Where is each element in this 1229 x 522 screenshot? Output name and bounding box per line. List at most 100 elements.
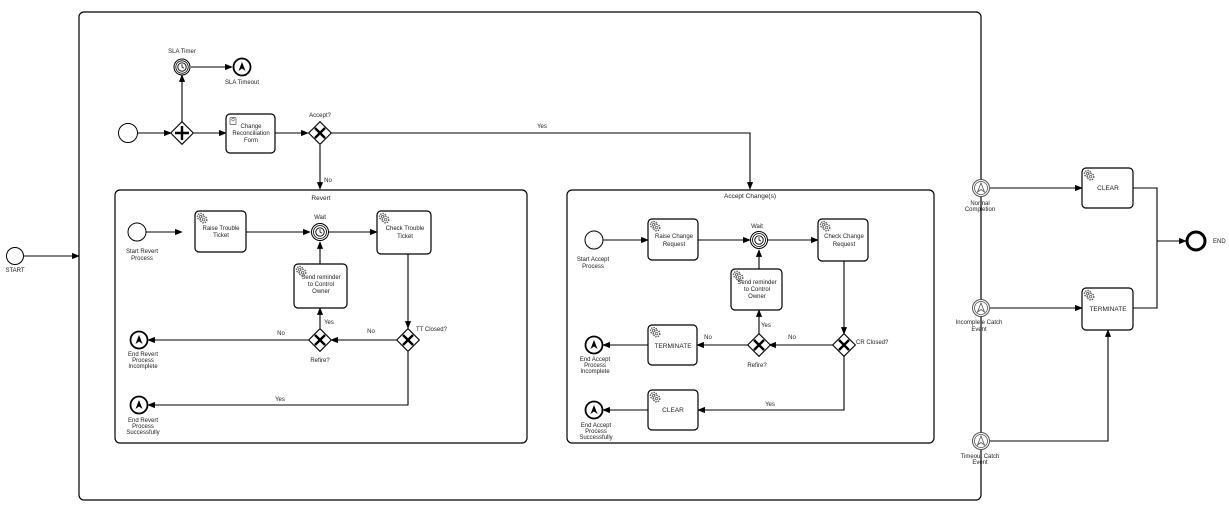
svg-text:Owner: Owner xyxy=(748,294,766,300)
right-terminate-task[interactable]: TERMINATE xyxy=(1081,287,1134,331)
sla-timeout-label: SLA Timeout xyxy=(225,80,259,86)
process-end-event[interactable] xyxy=(1185,230,1207,252)
process-end-label: END xyxy=(1213,239,1226,245)
end-revert-incomplete-label-2: Process xyxy=(132,358,154,364)
end-accept-incomplete-label-3: Incomplete xyxy=(580,369,610,375)
change-reconciliation-form-task[interactable]: Change Reconciliation Form xyxy=(225,113,276,154)
end-accept-success-event[interactable] xyxy=(584,400,604,420)
flow-terminate-to-end[interactable] xyxy=(1133,241,1158,309)
clock-icon xyxy=(754,235,764,245)
x-icon xyxy=(402,334,414,346)
accept-wait-timer[interactable] xyxy=(750,231,768,249)
accept-clear-task[interactable]: CLEAR xyxy=(647,389,699,431)
end-revert-incomplete-label: End Revert xyxy=(128,352,158,358)
svg-text:Send reminder: Send reminder xyxy=(301,275,340,281)
normal-completion-label-2: Completion xyxy=(965,207,995,213)
incomplete-catch-label-2: Event xyxy=(971,327,987,333)
end-accept-success-label-2: Process xyxy=(585,429,607,435)
accept-yes-label-1: Yes xyxy=(761,323,771,329)
svg-text:CLEAR: CLEAR xyxy=(662,407,684,414)
end-revert-success-event[interactable] xyxy=(129,395,149,415)
svg-text:Form: Form xyxy=(244,138,258,144)
check-change-request-task[interactable]: Check Change Request xyxy=(817,218,869,262)
flow-crclosed-yes[interactable] xyxy=(697,356,845,414)
revert-wait-timer[interactable] xyxy=(311,223,329,241)
revert-refire-gateway[interactable] xyxy=(307,327,333,353)
accept-no-label-2: No xyxy=(704,335,712,341)
accept-subprocess-title: Accept Change(s) xyxy=(724,193,776,200)
accept-no-label: No xyxy=(324,178,332,184)
svg-text:CLEAR: CLEAR xyxy=(1097,185,1119,192)
accept-wait-label: Wait xyxy=(751,224,763,230)
accept-no-label-1: No xyxy=(788,335,796,341)
accept-terminate-task[interactable]: TERMINATE xyxy=(647,324,698,366)
raise-trouble-ticket-task[interactable]: Raise Trouble Ticket xyxy=(194,210,247,253)
right-clear-task[interactable]: CLEAR xyxy=(1081,167,1134,209)
end-revert-incomplete-label-3: Incomplete xyxy=(128,364,158,370)
end-accept-incomplete-label-2: Process xyxy=(584,363,606,369)
svg-text:Send reminder: Send reminder xyxy=(737,280,776,286)
check-trouble-ticket-task[interactable]: Check Trouble Ticket xyxy=(376,210,432,255)
end-revert-success-label-2: Process xyxy=(132,424,154,430)
main-start-event[interactable] xyxy=(118,123,138,143)
x-icon xyxy=(838,339,850,351)
flow-clear-to-end[interactable] xyxy=(1133,187,1187,245)
process-start-event[interactable] xyxy=(6,247,24,265)
user-task-icon xyxy=(229,117,237,125)
raise-change-request-task[interactable]: Raise Change Request xyxy=(647,218,699,261)
timeout-catch-event[interactable] xyxy=(972,432,990,450)
svg-text:Ticket: Ticket xyxy=(213,233,229,239)
end-revert-incomplete-event[interactable] xyxy=(129,330,149,350)
accept-start-label: Start Accept xyxy=(577,257,610,263)
revert-subprocess-title: Revert xyxy=(311,195,330,202)
accept-refire-label: Refire? xyxy=(747,363,767,369)
accept-start-label-2: Process xyxy=(582,264,604,270)
sla-timer-event[interactable] xyxy=(173,58,191,76)
revert-no-label-1: No xyxy=(367,329,375,335)
normal-completion-event[interactable] xyxy=(972,179,990,197)
revert-start-label-2: Process xyxy=(131,256,153,262)
parallel-gateway[interactable] xyxy=(169,120,195,146)
revert-refire-label: Refire? xyxy=(310,358,330,364)
svg-text:Request: Request xyxy=(833,242,856,248)
revert-no-label-2: No xyxy=(277,331,285,337)
incomplete-catch-event[interactable] xyxy=(972,299,990,317)
end-accept-incomplete-label: End Accept xyxy=(580,357,611,363)
x-icon xyxy=(753,339,765,351)
revert-send-reminder-task[interactable]: Send reminder to Control Owner xyxy=(293,263,348,309)
x-icon xyxy=(314,127,326,139)
accept-gateway[interactable] xyxy=(307,120,333,146)
clock-icon xyxy=(177,62,187,72)
revert-start-label: Start Revert xyxy=(126,249,158,255)
end-revert-success-label-3: Successfully xyxy=(126,430,159,436)
x-icon xyxy=(314,334,326,346)
svg-text:Raise Trouble: Raise Trouble xyxy=(202,226,240,232)
svg-text:to Control: to Control xyxy=(744,287,770,293)
flow-timeout-to-terminate[interactable] xyxy=(990,329,1112,442)
accept-subprocess[interactable] xyxy=(566,189,935,444)
svg-text:Request: Request xyxy=(663,242,686,248)
svg-text:Check Change: Check Change xyxy=(824,234,864,240)
revert-subprocess[interactable] xyxy=(114,189,528,444)
revert-start-event[interactable] xyxy=(127,222,147,242)
process-start-label: START xyxy=(5,268,24,274)
accept-yes-label: Yes xyxy=(537,124,547,130)
accept-refire-gateway[interactable] xyxy=(746,332,772,358)
plus-icon xyxy=(175,126,189,140)
incomplete-catch-label: Incomplete Catch xyxy=(956,320,1003,326)
end-accept-success-label: End Accept xyxy=(581,423,612,429)
flow-ttclosed-yes[interactable] xyxy=(147,352,409,409)
flow-accept-yes[interactable] xyxy=(331,132,754,190)
accept-gateway-label: Accept? xyxy=(309,113,331,119)
revert-yes-label-1: Yes xyxy=(324,320,334,326)
end-accept-incomplete-event[interactable] xyxy=(584,335,604,355)
sequence-flows xyxy=(24,63,1187,442)
accept-start-event[interactable] xyxy=(584,230,604,250)
svg-text:Raise Change: Raise Change xyxy=(655,234,694,240)
sla-timeout-event[interactable] xyxy=(232,57,252,77)
cr-closed-gateway[interactable] xyxy=(831,332,857,358)
accept-send-reminder-task[interactable]: Send reminder to Control Owner xyxy=(730,268,783,311)
tt-closed-gateway[interactable] xyxy=(395,327,421,353)
sla-timer-label: SLA Timer xyxy=(168,49,196,55)
